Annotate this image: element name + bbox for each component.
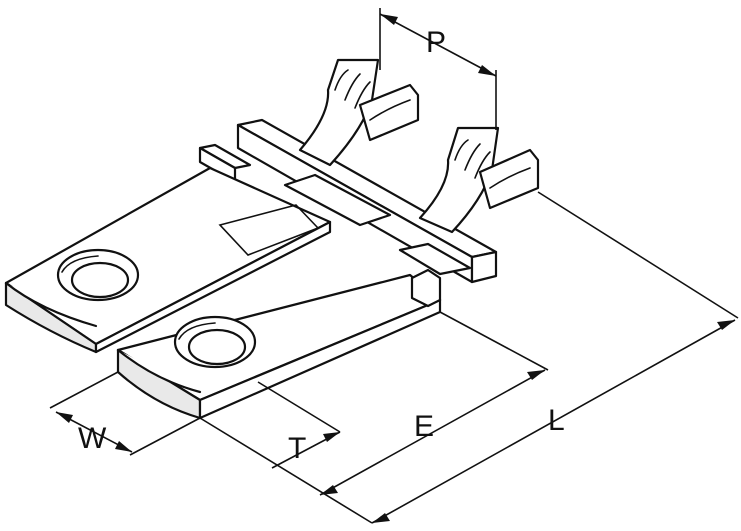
crimp-barrel-left bbox=[298, 58, 420, 167]
dimension-p: P bbox=[379, 8, 497, 130]
label-w: W bbox=[78, 422, 107, 455]
label-l: L bbox=[548, 404, 565, 437]
terminal-left bbox=[4, 166, 332, 354]
label-p: P bbox=[426, 26, 446, 59]
dimension-e: E bbox=[319, 311, 549, 496]
crimp-barrel-right bbox=[418, 126, 540, 234]
mounting-hole-right bbox=[173, 315, 257, 369]
dimension-w: W bbox=[49, 371, 201, 456]
label-t: T bbox=[288, 432, 306, 465]
label-e: E bbox=[414, 410, 434, 443]
dimension-t: T bbox=[257, 381, 341, 469]
mounting-hole-left bbox=[56, 248, 140, 302]
terminal-right bbox=[116, 268, 442, 420]
dimension-l: L bbox=[199, 191, 739, 524]
